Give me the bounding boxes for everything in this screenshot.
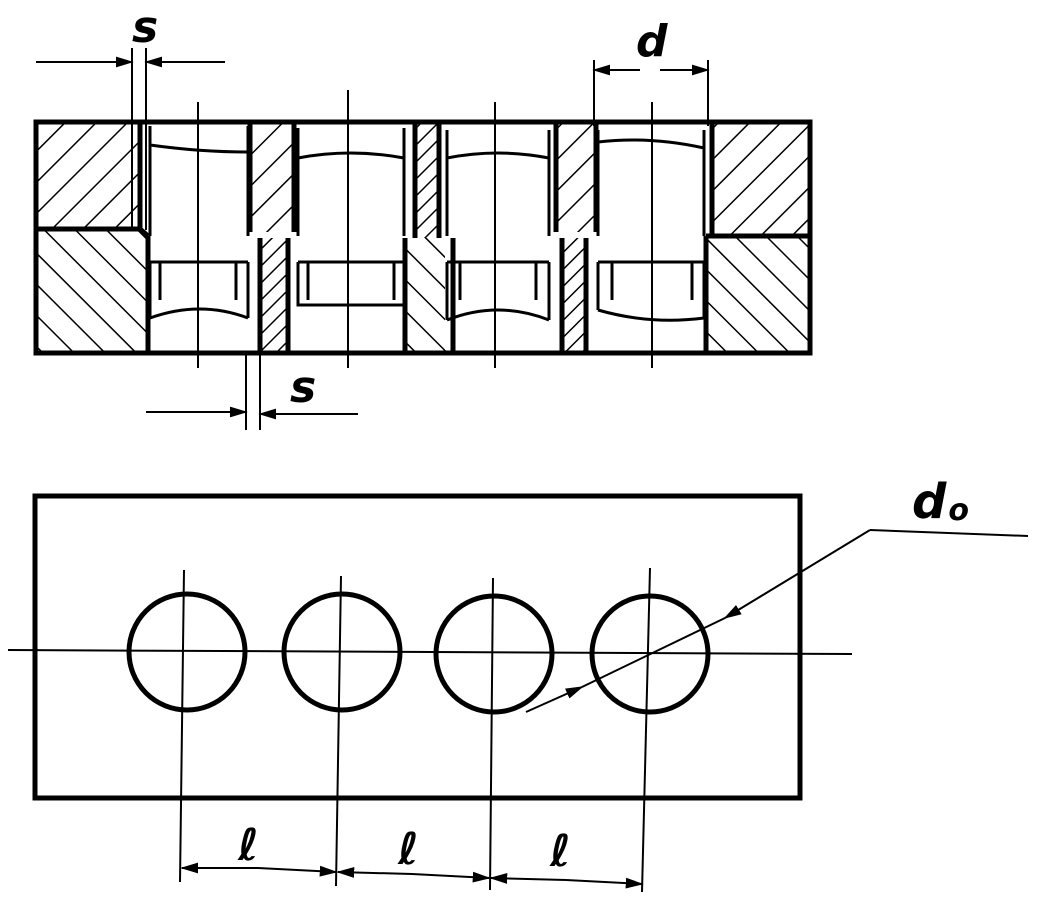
hole-3 <box>433 593 555 715</box>
section-view: s d s <box>33 2 813 430</box>
label-pitch-2: ℓ <box>397 824 419 875</box>
dimension-s-top <box>36 48 225 230</box>
section-centerlines <box>197 90 653 368</box>
dimension-d <box>592 60 710 126</box>
label-d0-sub: o <box>948 493 969 528</box>
holes <box>126 591 711 715</box>
dimension-s-bottom <box>146 352 358 430</box>
label-d0: do <box>912 474 969 530</box>
section-outline <box>33 119 813 356</box>
plate-outline <box>32 493 803 801</box>
label-s-bottom: s <box>290 362 316 413</box>
label-pitch-1: ℓ <box>237 820 259 871</box>
dimension-pitch <box>180 862 644 889</box>
hole-2 <box>281 591 403 713</box>
label-d: d <box>636 16 668 67</box>
label-pitch-3: ℓ <box>549 826 571 877</box>
label-s-top: s <box>132 2 158 53</box>
horizontal-centerline <box>7 649 853 655</box>
dimension-d0 <box>525 529 1029 713</box>
plan-view: do ℓ ℓ ℓ <box>7 474 1029 893</box>
hole-centerlines <box>179 567 651 893</box>
hole-1 <box>126 591 248 713</box>
label-d0-main: d <box>912 474 947 530</box>
